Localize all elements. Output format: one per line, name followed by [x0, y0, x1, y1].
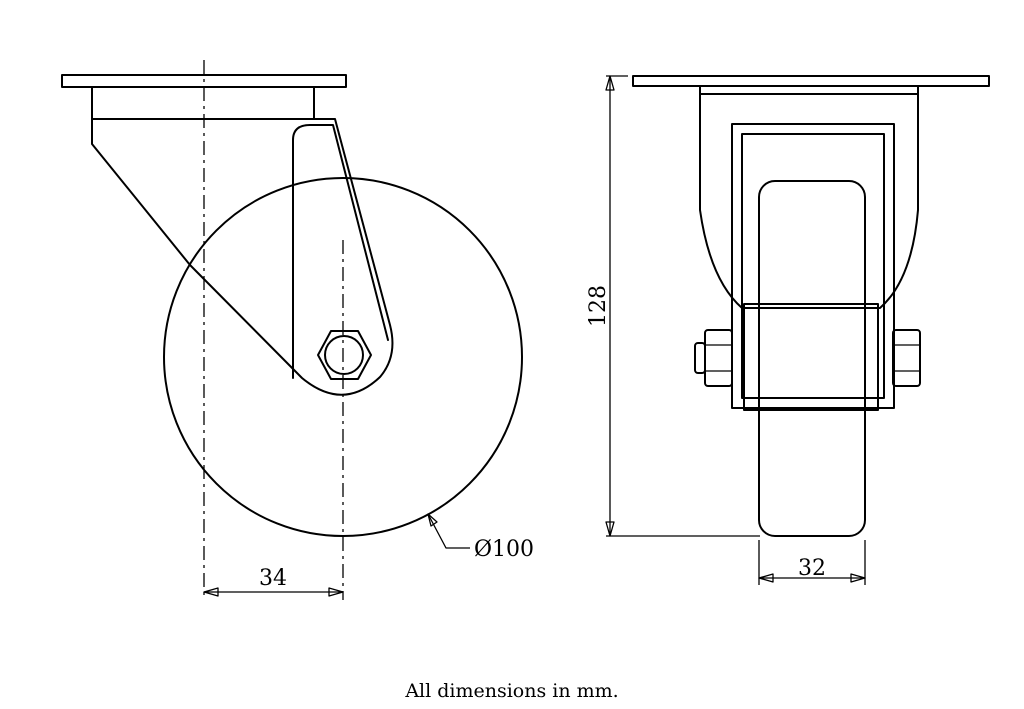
front-left-nut [704, 329, 733, 387]
front-view: 128 32 [586, 75, 990, 585]
dim-width-label: 32 [798, 556, 826, 581]
side-view: 34 Ø100 [61, 60, 534, 600]
front-hub [743, 303, 879, 411]
front-fork-outer [731, 123, 895, 409]
front-top-plate [632, 75, 990, 87]
front-fork-inner [741, 133, 885, 399]
side-wheel [163, 177, 523, 537]
dim-offset-label: 34 [259, 566, 287, 591]
front-wheel [758, 180, 866, 537]
units-footnote: All dimensions in mm. [405, 680, 619, 702]
front-housing [699, 85, 919, 309]
side-fork-inner-plate [292, 124, 389, 379]
front-right-nut [892, 329, 921, 387]
dim-height-label: 128 [586, 285, 611, 327]
front-left-bolt-end [694, 342, 706, 374]
side-axle-hex-nut [317, 330, 372, 380]
side-axle-bolt [324, 335, 364, 375]
side-fork-leg [91, 118, 394, 396]
dim-diameter-label: Ø100 [474, 537, 534, 562]
side-swivel-block [91, 86, 315, 120]
